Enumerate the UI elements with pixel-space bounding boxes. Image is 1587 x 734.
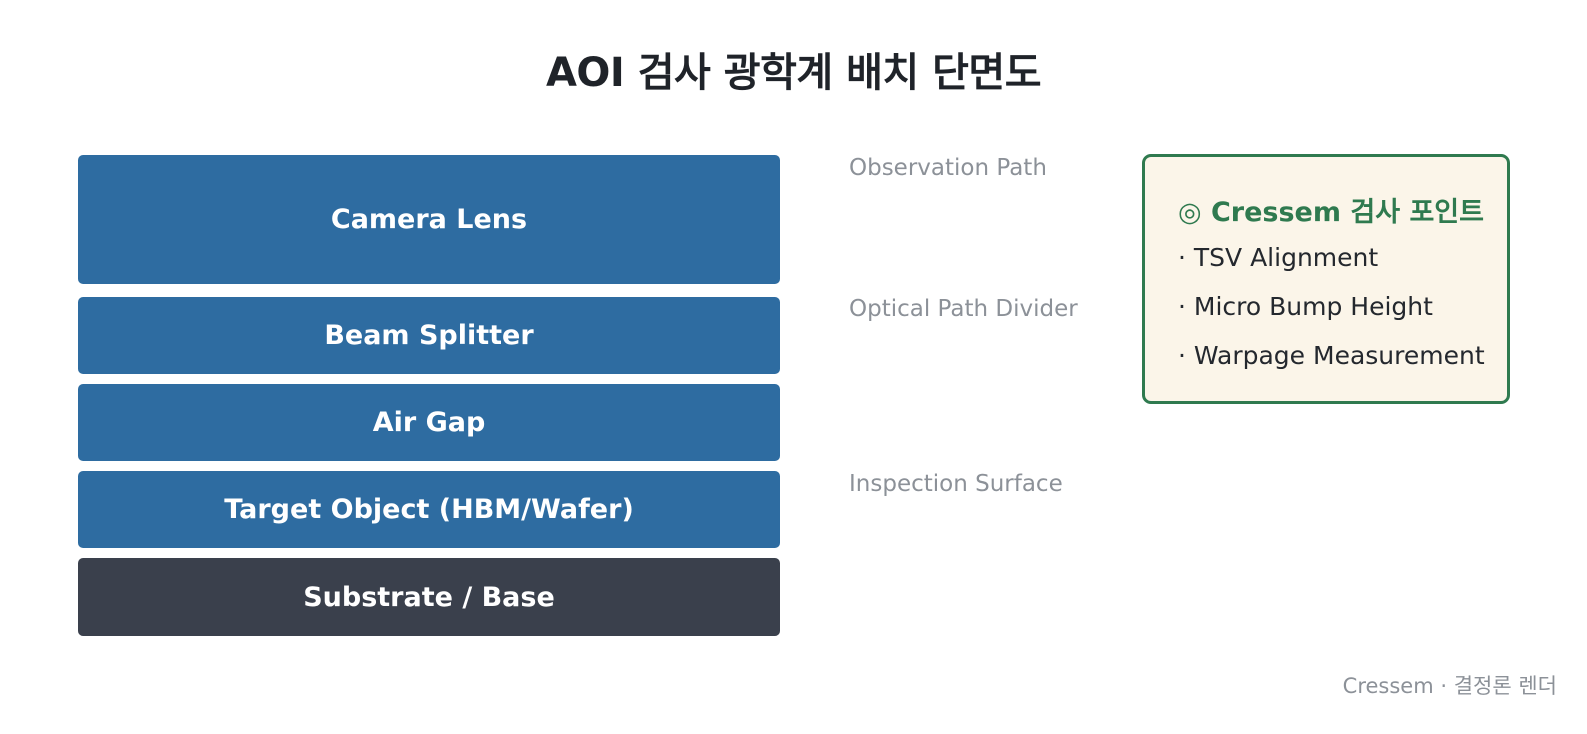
layer-beam-splitter: Beam Splitter [78, 297, 780, 374]
panel-item-tsv-alignment: · TSV Alignment [1178, 243, 1379, 272]
panel-title: ◎ Cressem 검사 포인트 [1178, 197, 1484, 228]
layer-substrate-base-label: Substrate / Base [303, 581, 555, 613]
annotation-inspection-surface: Inspection Surface [849, 471, 1063, 497]
annotation-optical-path-divider: Optical Path Divider [849, 296, 1078, 322]
panel-item-warpage-measurement: · Warpage Measurement [1178, 341, 1485, 370]
layer-air-gap-label: Air Gap [372, 407, 486, 438]
layer-camera-lens-label: Camera Lens [330, 204, 528, 235]
layer-air-gap: Air Gap [78, 384, 780, 461]
page-title: AOI 검사 광학계 배치 단면도 [545, 50, 1042, 96]
panel-item-micro-bump-height: · Micro Bump Height [1178, 292, 1433, 321]
layer-target-object: Target Object (HBM/Wafer) [78, 471, 780, 548]
inspection-points-panel: ◎ Cressem 검사 포인트 · TSV Alignment · Micro… [1142, 154, 1510, 404]
layer-camera-lens: Camera Lens [78, 155, 780, 284]
footer-credit: Cressem · 결정론 렌더 [1342, 674, 1557, 698]
layer-substrate-base: Substrate / Base [78, 558, 780, 636]
layer-target-object-label: Target Object (HBM/Wafer) [224, 494, 634, 525]
layer-beam-splitter-label: Beam Splitter [324, 320, 534, 351]
annotation-observation-path: Observation Path [849, 155, 1047, 181]
